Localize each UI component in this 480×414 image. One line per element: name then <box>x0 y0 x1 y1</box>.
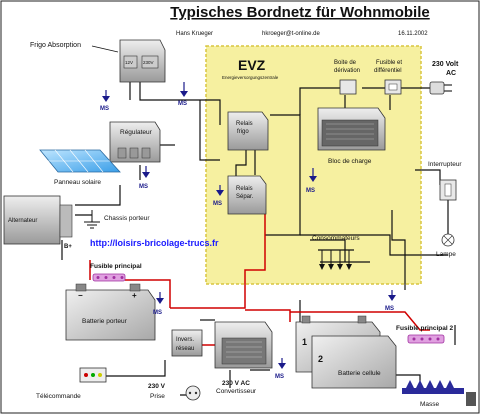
fusible-principal-label: Fusible principal <box>90 263 142 270</box>
prise-line2: Prise <box>150 393 165 400</box>
regulateur-label: Régulateur <box>120 129 153 136</box>
telecommande-label: Télécommande <box>36 393 81 400</box>
b-plus-label: B+ <box>64 244 72 250</box>
batterie-cellule-label: Batterie cellule <box>338 370 381 377</box>
svg-text:1: 1 <box>302 337 307 347</box>
evz-title: EVZ <box>238 57 266 73</box>
svg-text:MS: MS <box>385 306 394 312</box>
batterie-porteur-label: Batterie porteur <box>82 318 128 325</box>
interrupteur-switch <box>439 179 457 201</box>
batterie-cellule: 1 2 <box>295 315 397 389</box>
ground-ms-regulateur: MS <box>139 166 150 190</box>
lampe-label: Lampe <box>436 251 456 258</box>
svg-text:+: + <box>132 291 137 300</box>
alternateur-unit <box>3 195 73 245</box>
chassis-label: Chassis porteur <box>104 215 150 222</box>
fusible-principal-2-label: Fusible principal 2 <box>396 325 453 332</box>
ground-ms-relais: MS <box>213 185 224 207</box>
boite-derivation <box>339 79 357 95</box>
author-name: Hans Krueger <box>176 31 213 37</box>
relais-separ-line2: Sépar. <box>236 194 254 200</box>
convertisseur-unit <box>214 321 273 369</box>
author-email: hkroeger@t-online.de <box>262 31 320 37</box>
ground-ms-frigo-right: MS <box>178 82 188 107</box>
chassis-ground-icon <box>84 210 100 229</box>
diagram-date: 16.11.2002 <box>398 31 428 37</box>
relais-separ-line1: Relais <box>236 186 253 192</box>
evz-subtitle: Energieversorgungszentrale <box>222 75 279 80</box>
alternateur-label: Alternateur <box>8 218 37 224</box>
boite-line2: dérivation <box>334 68 360 74</box>
svg-text:MS: MS <box>178 101 187 107</box>
ground-ms-evz: MS <box>385 290 396 312</box>
masse-bar <box>402 380 464 394</box>
relais-separ-unit: Relais Sépar. <box>227 175 267 215</box>
site-url: http://loisirs-bricolage-trucs.fr <box>90 238 219 248</box>
invers-reseau-unit: Invers. réseau <box>171 329 203 357</box>
prise-line1: 230 V <box>148 383 166 390</box>
ground-ms-porteur: MS <box>153 292 164 316</box>
relais-frigo-line2: frigo <box>237 129 249 135</box>
svg-text:MS: MS <box>153 310 162 316</box>
frigo-230v-label: 230V <box>143 60 154 65</box>
invers-line1: Invers. <box>176 337 194 343</box>
telecommande-unit <box>79 367 107 383</box>
frigo-pointer <box>91 45 119 53</box>
masse-terminal <box>466 392 476 406</box>
bloc-charge-unit <box>317 107 386 151</box>
boite-line1: Boite de <box>334 60 357 66</box>
interrupteur-label: Interrupteur <box>428 161 462 168</box>
convertisseur-line2: Convertisseur <box>216 388 257 395</box>
svg-text:MS: MS <box>306 188 315 194</box>
fusible-diff-line1: Fusible et <box>376 60 402 66</box>
black-wires <box>61 80 456 396</box>
svg-text:2: 2 <box>318 354 323 364</box>
svg-text:MS: MS <box>213 201 222 207</box>
power-230-line1: 230 Volt <box>432 61 459 68</box>
bloc-charge-label: Bloc de charge <box>328 158 372 165</box>
svg-text:MS: MS <box>275 374 284 380</box>
regulateur-unit <box>109 121 161 163</box>
fusible-switch <box>388 83 398 91</box>
fusible-principal-icon <box>92 273 126 282</box>
solar-panel <box>39 149 121 173</box>
lampe-icon <box>441 233 455 247</box>
solar-label: Panneau solaire <box>54 179 101 186</box>
ground-ms-convertisseur: MS <box>275 358 286 380</box>
frigo-label: Frigo Absorption <box>30 42 81 49</box>
svg-text:−: − <box>78 291 83 300</box>
frigo-unit: 12V 230V <box>119 39 166 83</box>
convertisseur-line1: 230 V AC <box>222 380 250 387</box>
relais-frigo-unit: Relais frigo <box>227 111 269 151</box>
frigo-12v-label: 12V <box>125 60 133 65</box>
red-wires <box>89 114 430 346</box>
masse-label: Masse <box>420 401 440 408</box>
invers-line2: réseau <box>176 346 194 352</box>
power-230-line2: AC <box>446 70 456 77</box>
svg-text:MS: MS <box>139 184 148 190</box>
diagram-title: Typisches Bordnetz für Wohnmobile <box>170 4 429 21</box>
ground-ms-bloc: MS <box>306 168 317 194</box>
fusible-principal-2-icon <box>407 334 445 344</box>
svg-text:MS: MS <box>100 106 109 112</box>
plug-icon <box>429 81 452 95</box>
relais-frigo-line1: Relais <box>236 121 253 127</box>
prise-icon <box>185 385 201 401</box>
batterie-porteur: − + <box>65 283 156 341</box>
consommateurs-bus <box>318 249 354 270</box>
fusible-diff-line2: différentiel <box>374 68 402 74</box>
ground-ms-frigo: MS <box>100 90 110 112</box>
consommateurs-label: Consommateurs <box>312 235 360 242</box>
